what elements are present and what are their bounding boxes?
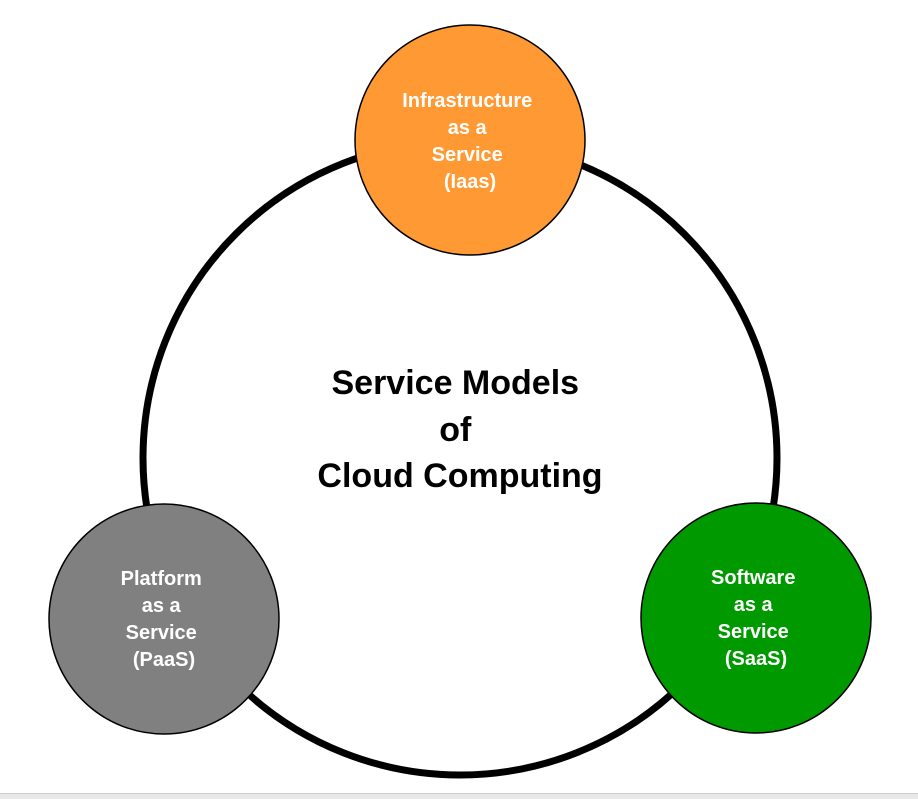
node-saas: Software as a Service (SaaS)	[640, 502, 872, 734]
node-iaas-circle	[354, 24, 586, 256]
node-iaas-line-3: Service	[432, 144, 503, 166]
node-iaas-line-4: (Iaas)	[444, 171, 496, 193]
node-paas-line-2: as a	[142, 595, 182, 617]
node-paas-line-1: Platform	[121, 568, 202, 590]
node-saas-line-2: as a	[734, 594, 774, 616]
node-iaas: Infrastructure as a Service (Iaas)	[354, 24, 586, 256]
node-paas-line-4: (PaaS)	[133, 649, 195, 671]
bottom-divider	[0, 793, 918, 799]
center-title-line-3: Cloud Computing	[317, 457, 602, 495]
node-saas-line-3: Service	[718, 621, 789, 643]
node-iaas-line-1: Infrastructure	[402, 90, 532, 112]
node-iaas-label: Infrastructure as a Service (Iaas)	[402, 90, 538, 193]
node-paas-circle	[48, 503, 280, 735]
node-saas-label: Software as a Service (SaaS)	[711, 567, 801, 670]
node-saas-line-1: Software	[711, 567, 795, 589]
center-title-line-2: of	[439, 411, 472, 449]
center-title-line-1: Service Models	[331, 364, 579, 402]
node-paas-label: Platform as a Service (PaaS)	[121, 568, 208, 671]
node-saas-line-4: (SaaS)	[725, 648, 787, 670]
node-paas: Platform as a Service (PaaS)	[48, 503, 280, 735]
center-title: Service Models of Cloud Computing	[317, 364, 602, 495]
node-paas-line-3: Service	[126, 622, 197, 644]
node-saas-circle	[640, 502, 872, 734]
node-iaas-line-2: as a	[448, 117, 488, 139]
